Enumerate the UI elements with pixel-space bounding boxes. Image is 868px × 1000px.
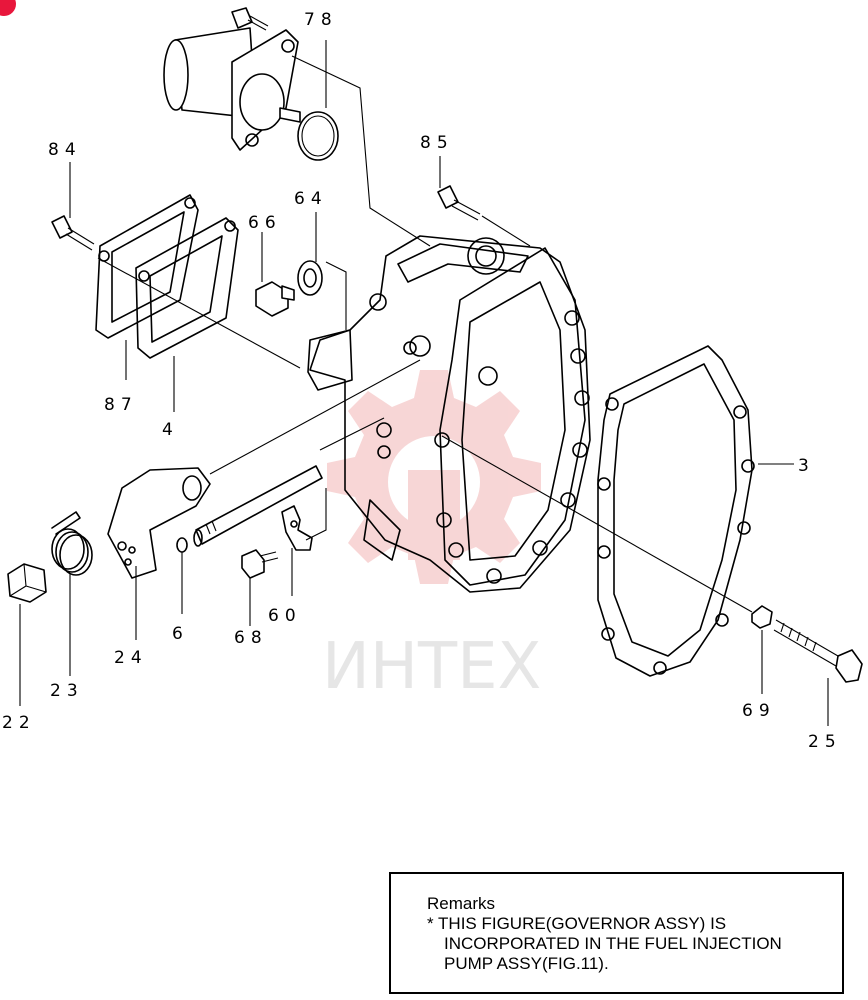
remarks-line-3: PUMP ASSY(FIG.11). [444,954,609,973]
part-78-solenoid [163,7,339,161]
part-69-nut [751,605,773,629]
callout-4: 4 [162,420,179,440]
leader-lines [19,40,829,726]
callout-24: 24 [114,648,148,668]
callout-69: 69 [742,701,776,721]
callout-60: 60 [268,606,302,626]
callout-78: 78 [304,10,338,30]
governor-housing [307,235,591,593]
part-87-gasket [95,194,199,339]
watermark-text: ИНТЕХ [322,630,541,704]
shaft [193,465,323,547]
watermark-logo [327,370,541,584]
callout-6: 6 [172,624,189,644]
part-6-oring [176,537,188,553]
part-4-plate [135,217,239,359]
part-23-spring [51,511,93,576]
part-25-bolt [773,619,863,683]
remarks-box: Remarks * THIS FIGURE(GOVERNOR ASSY) IS … [389,872,844,994]
part-85-bolt [437,185,481,221]
callout-25: 25 [808,732,842,752]
remarks-line-1: * THIS FIGURE(GOVERNOR ASSY) IS [427,914,727,933]
callout-68: 68 [234,628,268,648]
part-66-plug [255,281,295,317]
part-68-bolt [241,549,279,579]
remarks-line-2: INCORPORATED IN THE FUEL INJECTION [444,934,782,953]
corner-badge [0,0,16,16]
callout-64: 64 [294,189,328,209]
part-64-washer [297,260,323,296]
remarks-title: Remarks [427,894,496,913]
part-3-gasket [597,345,755,677]
callout-23: 23 [50,681,84,701]
callout-66: 66 [248,213,282,233]
callout-85: 85 [420,133,454,153]
callout-87: 87 [104,395,138,415]
part-24-lever [107,467,211,579]
part-22-plug [7,563,47,603]
callout-22: 22 [2,713,36,733]
part-60-plate [281,505,313,551]
callout-3: 3 [798,456,815,476]
part-84-bolt [51,215,95,251]
callout-84: 84 [48,140,82,160]
